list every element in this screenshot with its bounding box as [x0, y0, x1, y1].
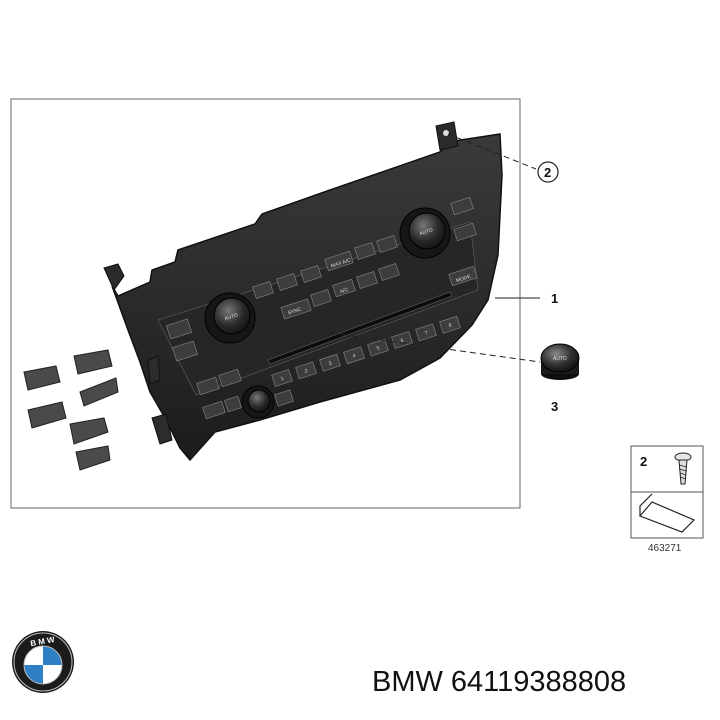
preset-button [415, 323, 437, 342]
preset-number: 1 [280, 376, 285, 383]
preset-number: 3 [328, 360, 333, 367]
part-number-caption: BMW 64119388808 [372, 666, 627, 698]
screw-icon [674, 452, 692, 485]
callout-lines [251, 133, 541, 363]
preset-button-row: 1 2 3 4 5 6 7 8 [271, 315, 461, 387]
preset-number: 7 [424, 330, 429, 337]
sync-label: SYNC [287, 306, 302, 316]
preset-button [271, 369, 293, 387]
preset-button [319, 353, 341, 372]
mounting-bracket-icon [638, 493, 696, 533]
preset-button [343, 346, 365, 365]
left-temperature-knob: AUTO [204, 292, 256, 344]
separate-knob-auto-label: AUTO [553, 356, 567, 362]
mode-label: MODE [455, 274, 472, 285]
preset-number: 5 [376, 345, 381, 352]
preset-button [367, 338, 389, 357]
ac-label: A/C [339, 287, 349, 295]
legend-number: 2 [640, 454, 647, 469]
separate-knob-part: AUTO [540, 343, 580, 380]
callout-1-label: 1 [551, 291, 558, 306]
preset-number: 2 [304, 368, 309, 375]
bmw-logo: B M W [12, 631, 74, 693]
volume-knob [241, 385, 275, 419]
callout-2-label: 2 [544, 165, 551, 180]
preset-button [439, 315, 461, 334]
left-knob-auto-label: AUTO [224, 312, 239, 322]
preset-button [391, 331, 413, 349]
callout-circle-2 [537, 161, 559, 183]
right-temperature-knob: AUTO [399, 207, 451, 259]
preset-button [295, 361, 317, 380]
callout-3-label: 3 [551, 399, 558, 414]
preset-number: 8 [448, 322, 453, 329]
svg-text:B M W: B M W [30, 635, 56, 648]
right-knob-auto-label: AUTO [419, 227, 434, 237]
preset-number: 6 [400, 338, 405, 345]
loose-button-caps [23, 349, 119, 471]
preset-number: 4 [352, 353, 357, 360]
diagram-frame [10, 98, 521, 509]
reference-id: 463271 [648, 543, 682, 554]
legend-box: 2 [630, 445, 704, 539]
